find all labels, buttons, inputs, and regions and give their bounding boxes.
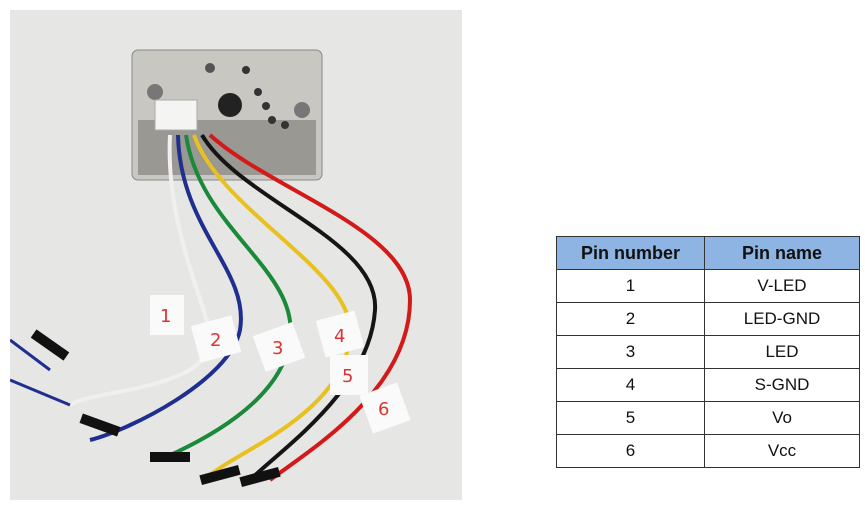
pin-name: S-GND (704, 368, 860, 402)
header-pin-number: Pin number (556, 236, 705, 270)
pin-number: 5 (556, 401, 705, 435)
pin-number: 3 (556, 335, 705, 369)
wire-tag-3: 3 (272, 338, 283, 359)
dust-sensor-module (131, 49, 323, 181)
wire-tag-labels: 1 2 3 4 5 6 (150, 295, 411, 434)
header-pin-name: Pin name (704, 236, 860, 270)
wire-tag-6: 6 (378, 399, 389, 420)
table-header-row: Pin number Pin name (556, 236, 860, 270)
wire-tag-2: 2 (210, 330, 221, 351)
pin-name: LED (704, 335, 860, 369)
wire-6 (208, 133, 413, 482)
pin-name: LED-GND (704, 302, 860, 336)
pin-name: Vcc (704, 434, 860, 468)
wire-5 (200, 133, 378, 482)
pin-name: V-LED (704, 269, 860, 303)
pin-number: 1 (556, 269, 705, 303)
jumper-pins (30, 329, 281, 488)
pin-number: 6 (556, 434, 705, 468)
sensor-photo: 1 2 3 4 5 6 (10, 10, 462, 500)
wire-2 (89, 134, 243, 442)
wire-tag-5: 5 (342, 366, 353, 387)
pin-name: Vo (704, 401, 860, 435)
wire-tag-4: 4 (334, 326, 345, 347)
wire-tag-1: 1 (160, 306, 171, 327)
pin-number: 2 (556, 302, 705, 336)
pin-number: 4 (556, 368, 705, 402)
